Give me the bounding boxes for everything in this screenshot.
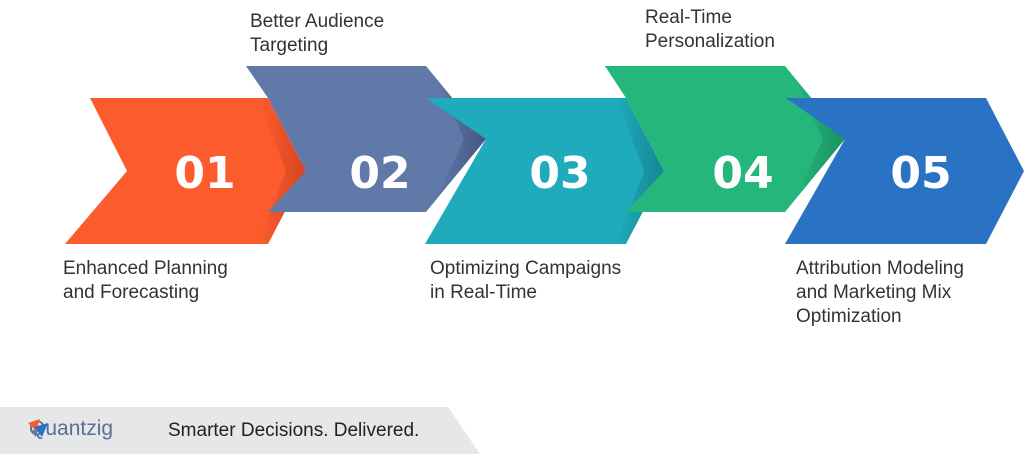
step-arrow-01: 01 bbox=[65, 98, 306, 244]
footer-background bbox=[0, 407, 480, 454]
step-arrow-03: 03 bbox=[425, 98, 664, 244]
step-number-02: 02 bbox=[349, 148, 410, 199]
step-arrow-04: 04 bbox=[605, 66, 845, 212]
brand-name: Quantzig bbox=[29, 417, 114, 440]
step-number-03: 03 bbox=[529, 148, 590, 199]
step-number-01: 01 bbox=[174, 148, 235, 199]
footer-banner: Quantzig Smarter Decisions. Delivered. bbox=[0, 407, 480, 454]
step-label-02: Better Audience Targeting bbox=[250, 11, 385, 56]
process-arrows: 01 02 03 04 05 bbox=[65, 66, 1024, 244]
step-number-04: 04 bbox=[712, 148, 773, 199]
step-label-05: Attribution Modeling and Marketing Mix O… bbox=[796, 258, 964, 327]
step-arrow-05: 05 bbox=[785, 98, 1024, 244]
step-label-03: Optimizing Campaigns in Real-Time bbox=[430, 258, 622, 303]
tagline: Smarter Decisions. Delivered. bbox=[168, 420, 420, 441]
quantzig-logo: Quantzig bbox=[26, 417, 113, 441]
step-label-04: Real-Time Personalization bbox=[645, 7, 775, 52]
quantzig-logo-icon bbox=[28, 419, 48, 437]
step-number-05: 05 bbox=[890, 148, 951, 199]
step-arrow-02: 02 bbox=[246, 66, 486, 212]
step-label-01: Enhanced Planning and Forecasting bbox=[63, 258, 228, 303]
